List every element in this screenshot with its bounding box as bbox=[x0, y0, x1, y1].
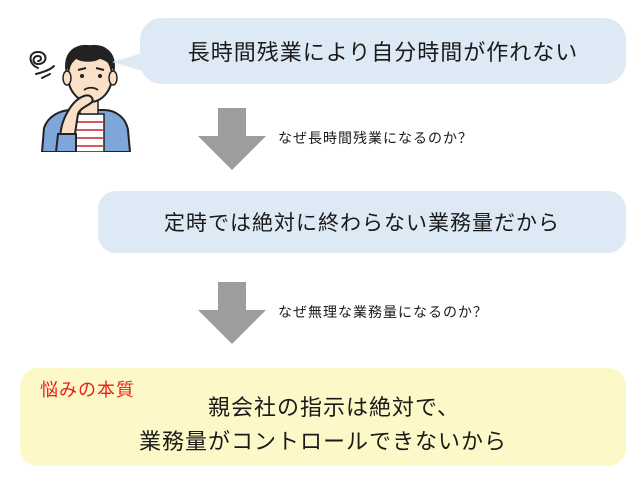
root-cause-box bbox=[20, 368, 626, 466]
arrow-down-icon-head bbox=[198, 136, 266, 170]
question-2: なぜ無理な業務量になるのか？ bbox=[278, 305, 488, 321]
worried-man-icon bbox=[29, 44, 132, 152]
root-cause-line-1: 親会社の指示は絶対で、 bbox=[207, 396, 461, 421]
arrow-down-icon bbox=[218, 108, 246, 136]
root-cause-line-2: 業務量がコントロールできないから bbox=[138, 430, 507, 455]
question-1: なぜ長時間残業になるのか？ bbox=[278, 131, 473, 147]
scribble-icon bbox=[29, 50, 55, 79]
arrow-down-icon-head bbox=[198, 310, 266, 344]
problem-bubble: 長時間残業により自分時間が作れない bbox=[140, 18, 626, 84]
reason-text: 定時では絶対に終わらない業務量だから bbox=[164, 211, 560, 235]
reason-box: 定時では絶対に終わらない業務量だから bbox=[98, 191, 626, 253]
root-cause-label: 悩みの本質 bbox=[40, 380, 135, 401]
speech-bubble-tail bbox=[112, 52, 146, 72]
arrow-down-icon bbox=[218, 282, 246, 310]
problem-text: 長時間残業により自分時間が作れない bbox=[187, 41, 579, 66]
